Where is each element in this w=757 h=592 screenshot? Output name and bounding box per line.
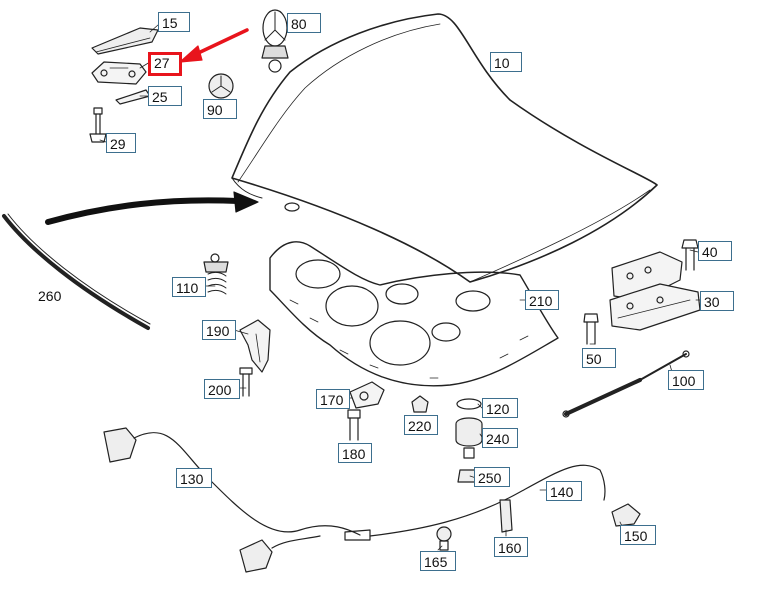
label-240: 240 — [482, 428, 518, 448]
weatherstrip-part — [2, 213, 151, 330]
label-140: 140 — [546, 481, 582, 501]
small-bracket-part — [499, 499, 513, 533]
label-190: 190 — [202, 320, 236, 340]
label-27-highlighted: 27 — [148, 52, 182, 76]
bolt-part-40 — [681, 239, 699, 271]
bracket-part — [91, 61, 147, 85]
hinge-bracket-part — [239, 319, 271, 373]
label-15: 15 — [158, 12, 190, 32]
label-170: 170 — [316, 389, 350, 409]
label-250: 250 — [474, 467, 510, 487]
label-40: 40 — [698, 241, 732, 261]
label-30: 30 — [700, 291, 734, 311]
label-25: 25 — [148, 86, 182, 106]
label-160: 160 — [494, 537, 528, 557]
label-180: 180 — [338, 443, 372, 463]
hood-part — [231, 13, 658, 283]
strip-part — [115, 89, 151, 105]
label-100: 100 — [668, 370, 704, 390]
label-90: 90 — [203, 99, 237, 119]
ring-part — [456, 398, 482, 410]
label-150: 150 — [620, 525, 656, 545]
clamp-part — [436, 526, 452, 551]
second-cable-part — [369, 464, 606, 537]
label-50: 50 — [582, 348, 616, 368]
label-260: 260 — [38, 288, 62, 304]
gas-strut-part — [562, 350, 690, 418]
label-80: 80 — [287, 13, 321, 33]
clip-part — [411, 395, 429, 413]
handle-part — [611, 503, 641, 527]
label-29: 29 — [106, 133, 136, 153]
label-120: 120 — [482, 398, 518, 418]
cover-part — [91, 27, 159, 55]
label-110: 110 — [172, 277, 206, 297]
label-165: 165 — [420, 551, 456, 571]
leader-lines — [99, 24, 701, 551]
insulation-mat-part — [269, 241, 559, 387]
rubber-stop-part — [455, 417, 483, 459]
label-210: 210 — [525, 290, 559, 310]
bolt-part-50 — [583, 313, 599, 345]
bolt-part-180 — [347, 409, 361, 441]
direction-arrow — [45, 191, 259, 225]
spring-buffer-part — [203, 253, 229, 295]
hinge-assembly-part — [609, 251, 701, 331]
latch-part — [349, 381, 385, 409]
release-cable-part — [103, 427, 371, 573]
star-emblem-part — [261, 9, 289, 73]
label-10: 10 — [490, 52, 522, 72]
label-130: 130 — [176, 468, 212, 488]
badge-part — [208, 73, 234, 99]
label-200: 200 — [204, 379, 240, 399]
highlight-arrow — [179, 28, 249, 63]
label-220: 220 — [404, 415, 438, 435]
bolt-part-200 — [239, 367, 253, 397]
bolt-part-29 — [89, 107, 107, 143]
